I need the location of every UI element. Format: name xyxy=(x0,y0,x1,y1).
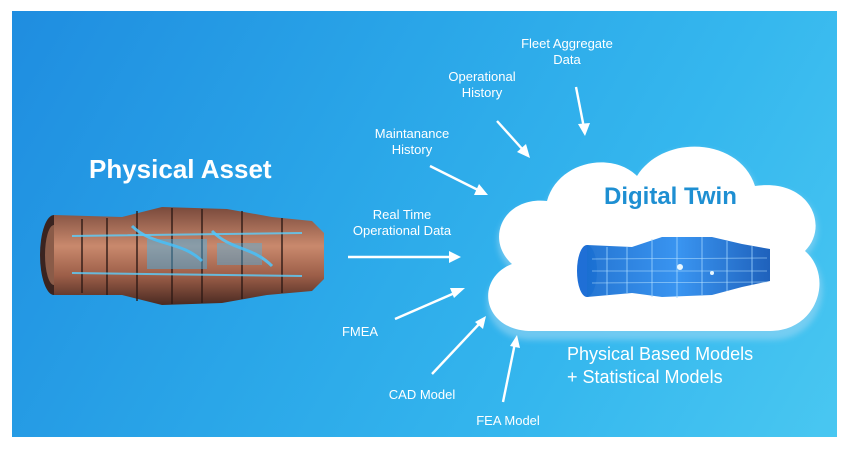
physical-asset-title: Physical Asset xyxy=(89,154,272,184)
arrow-operational-history xyxy=(496,120,525,152)
arrow-icon xyxy=(348,86,590,403)
label-line: Maintanance xyxy=(374,126,450,141)
label-operational-history: Operational History xyxy=(427,69,537,101)
arrow-cad-model xyxy=(431,322,481,375)
diagram-canvas: Physical Asset Digital Twin Fleet Aggreg… xyxy=(12,11,837,437)
models-caption: Physical Based Models + Statistical Mode… xyxy=(567,343,753,389)
models-line: Physical Based Models xyxy=(567,344,754,364)
jet-engine-photo xyxy=(40,207,324,305)
label-line: Real Time xyxy=(372,207,432,222)
label-real-time: Real Time Operational Data xyxy=(332,207,472,239)
label-maintanance-history: Maintanance History xyxy=(357,126,467,158)
label-line: Fleet Aggregate xyxy=(521,36,613,51)
jet-engine-wireframe xyxy=(577,237,770,298)
label-line: History xyxy=(461,85,503,100)
label-fea-model: FEA Model xyxy=(476,413,540,428)
digital-twin-title: Digital Twin xyxy=(604,183,737,210)
arrow-fleet-aggregate xyxy=(574,86,586,129)
label-line: Operational xyxy=(448,69,516,84)
label-fleet-aggregate: Fleet Aggregate Data xyxy=(507,36,627,68)
arrow-fmea xyxy=(394,290,458,321)
arrow-fea-model xyxy=(501,342,517,403)
diagram-graphics xyxy=(40,86,823,403)
label-line: Data xyxy=(553,52,581,67)
label-fmea: FMEA xyxy=(341,324,379,339)
label-line: History xyxy=(391,142,433,157)
label-line: Operational Data xyxy=(352,223,452,238)
label-cad-model: CAD Model xyxy=(388,387,456,402)
models-line: + Statistical Models xyxy=(567,367,723,387)
arrow-maintanance-history xyxy=(429,164,481,193)
